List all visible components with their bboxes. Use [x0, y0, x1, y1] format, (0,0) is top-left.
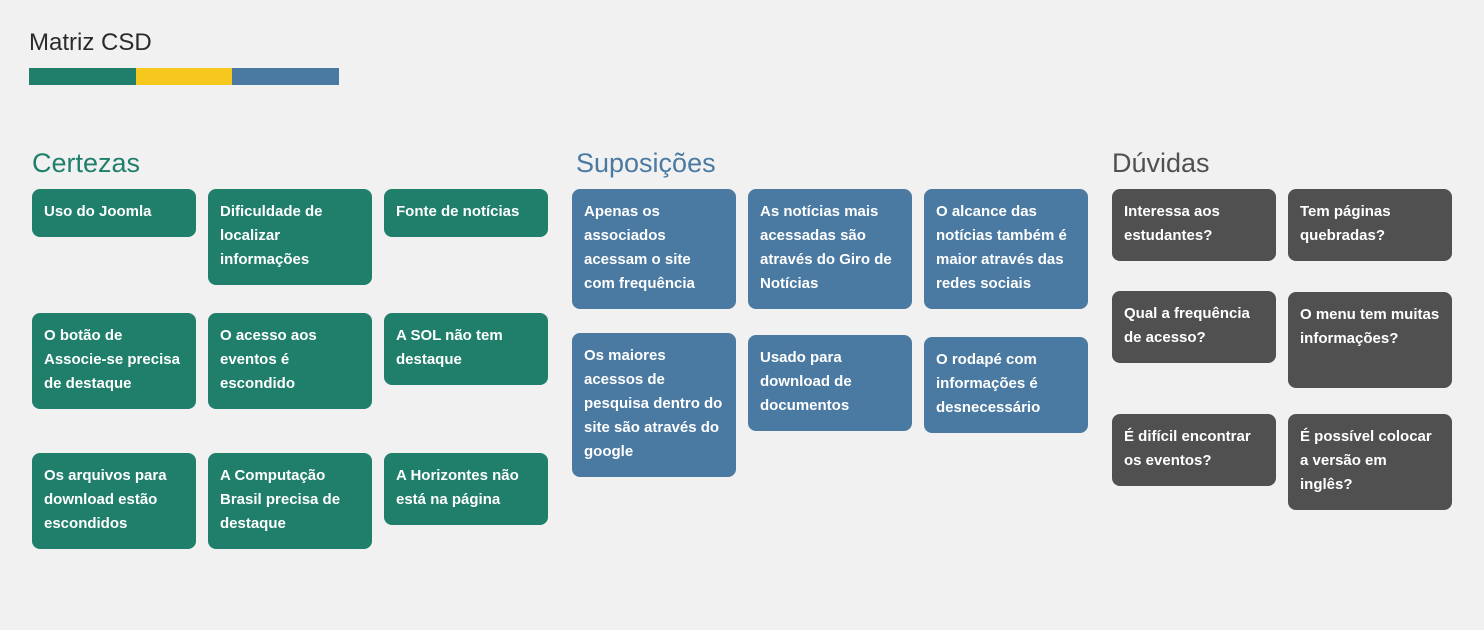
card-certeza: O acesso aos eventos é escondido [208, 313, 372, 409]
section-title-suposicoes: Suposições [576, 148, 716, 178]
card-certeza: A Horizontes não está na página [384, 453, 548, 525]
card-certeza: Uso do Joomla [32, 189, 196, 237]
card-duvida: É possível colocar a versão em inglês? [1288, 414, 1452, 510]
card-duvida: O menu tem muitas informações? [1288, 292, 1452, 388]
section-title-certezas: Certezas [32, 148, 141, 178]
page-title: Matriz CSD [29, 29, 152, 56]
card-suposicao: O alcance das notícias também é maior at… [924, 189, 1088, 309]
card-certeza: Os arquivos para download estão escondid… [32, 453, 196, 549]
color-bar-yellow-segment [136, 68, 232, 85]
card-suposicao: As notícias mais acessadas são através d… [748, 189, 912, 309]
card-certeza: Fonte de notícias [384, 189, 548, 237]
section-title-duvidas: Dúvidas [1112, 148, 1210, 178]
color-bar-green-segment [29, 68, 136, 85]
card-suposicao: Apenas os associados acessam o site com … [572, 189, 736, 309]
card-certeza: Dificuldade de localizar informações [208, 189, 372, 285]
card-suposicao: Usado para download de documentos [748, 335, 912, 431]
card-suposicao: O rodapé com informações é desnecessário [924, 337, 1088, 433]
card-certeza: A Computação Brasil precisa de destaque [208, 453, 372, 549]
color-bar [29, 68, 339, 85]
card-certeza: O botão de Associe-se precisa de destaqu… [32, 313, 196, 409]
card-duvida: Tem páginas quebradas? [1288, 189, 1452, 261]
card-duvida: Interessa aos estudantes? [1112, 189, 1276, 261]
card-certeza: A SOL não tem destaque [384, 313, 548, 385]
color-bar-blue-segment [232, 68, 339, 85]
card-duvida: Qual a frequência de acesso? [1112, 291, 1276, 363]
card-duvida: É difícil encontrar os eventos? [1112, 414, 1276, 486]
card-suposicao: Os maiores acessos de pesquisa dentro do… [572, 333, 736, 477]
